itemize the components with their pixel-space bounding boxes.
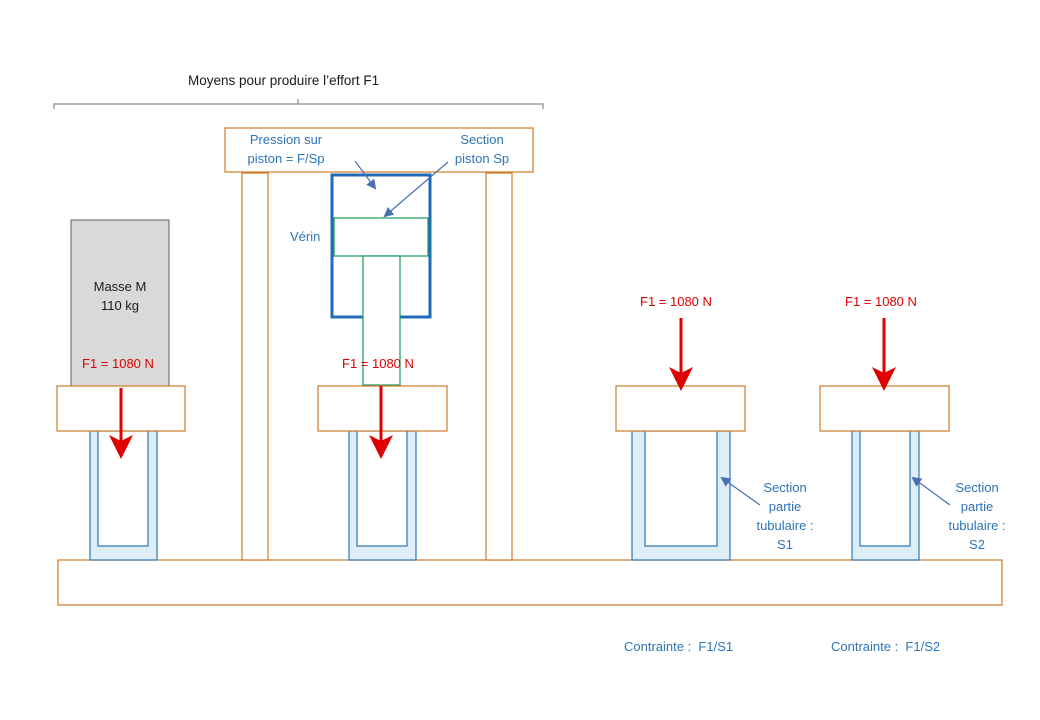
section-s2-label: Section partie tubulaire : S2: [940, 478, 1014, 554]
press-column-left: [241, 172, 269, 561]
section-s1-arrow: [720, 476, 761, 506]
press-crossbeam: [224, 127, 534, 173]
section-s1-line1: Section: [763, 480, 807, 495]
mass-block: [70, 219, 170, 387]
stress-formula-s1: Contrainte : F1/S1: [624, 639, 734, 654]
force-label-1: F1 = 1080 N: [82, 356, 154, 371]
pressure-label-line1: Pression sur: [249, 132, 323, 147]
mass-label: Masse M 110 kg: [71, 277, 169, 315]
piston-rod: [362, 255, 401, 386]
section-s2-line3: tubulaire :: [948, 518, 1006, 533]
force-label-3: F1 = 1080 N: [640, 294, 712, 309]
section-s1-line3: tubulaire :: [756, 518, 814, 533]
section-piston-label-line2: piston Sp: [454, 151, 510, 166]
press-column-right: [485, 172, 513, 561]
section-s1-line2: partie: [768, 499, 802, 514]
force-label-4: F1 = 1080 N: [845, 294, 917, 309]
piston-head: [333, 217, 429, 257]
diagram-title: Moyens pour produire l’effort F1: [188, 73, 380, 88]
tube-unit-3: [615, 385, 746, 561]
section-piston-label-line1: Section: [460, 132, 504, 147]
section-s2-line4: S2: [969, 537, 985, 552]
section-piston-label: Section piston Sp: [446, 130, 518, 168]
section-s2-arrow: [911, 476, 951, 506]
pressure-label-line2: piston = F/Sp: [247, 151, 325, 166]
section-s2-line2: partie: [960, 499, 994, 514]
section-arrow: [383, 161, 449, 218]
stress-formula-s2: Contrainte : F1/S2: [831, 639, 941, 654]
cylinder-label: Vérin: [290, 229, 321, 244]
base-plate: [57, 559, 1003, 606]
section-s1-label: Section partie tubulaire : S1: [748, 478, 822, 554]
mass-label-line2: 110 kg: [100, 298, 140, 313]
pressure-arrow: [354, 160, 377, 190]
mass-label-line1: Masse M: [93, 279, 147, 294]
tube-unit-4: [819, 385, 950, 561]
tube-unit-1: [56, 385, 186, 561]
section-s2-line1: Section: [955, 480, 999, 495]
force-label-2: F1 = 1080 N: [342, 356, 414, 371]
section-s1-line4: S1: [777, 537, 793, 552]
pressure-label: Pression sur piston = F/Sp: [236, 130, 336, 168]
brace: [53, 99, 544, 109]
